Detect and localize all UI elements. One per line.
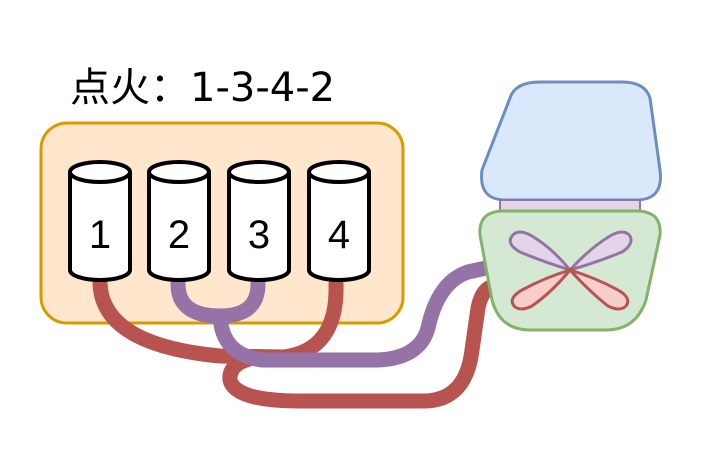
turbo-petal-red-left <box>510 267 575 311</box>
turbo-petal-purple-right <box>565 230 633 273</box>
cylinder-2-label: 2 <box>168 213 190 257</box>
turbo-petal-red-right <box>565 266 630 311</box>
cylinder-3-label: 3 <box>248 213 270 257</box>
red-pipe-1-4 <box>92 276 344 365</box>
purple-pipe-to-turbo <box>212 260 494 368</box>
cylinder-1: 1 <box>68 160 132 282</box>
red-pipe-to-turbo <box>222 278 502 409</box>
turbo-petal-purple-left <box>508 230 575 273</box>
turbo-neck <box>499 199 641 212</box>
cylinder-2: 2 <box>147 160 211 282</box>
turbo-cap <box>480 80 662 202</box>
exhaust-pipes <box>92 260 502 409</box>
diagram-title: 点火：1-3-4-2 <box>70 65 335 111</box>
cylinder-1-label: 1 <box>89 213 111 257</box>
turbocharger <box>478 80 662 332</box>
cylinder-3: 3 <box>227 160 291 282</box>
cylinder-4: 4 <box>307 160 371 282</box>
cylinder-4-label: 4 <box>328 213 350 257</box>
